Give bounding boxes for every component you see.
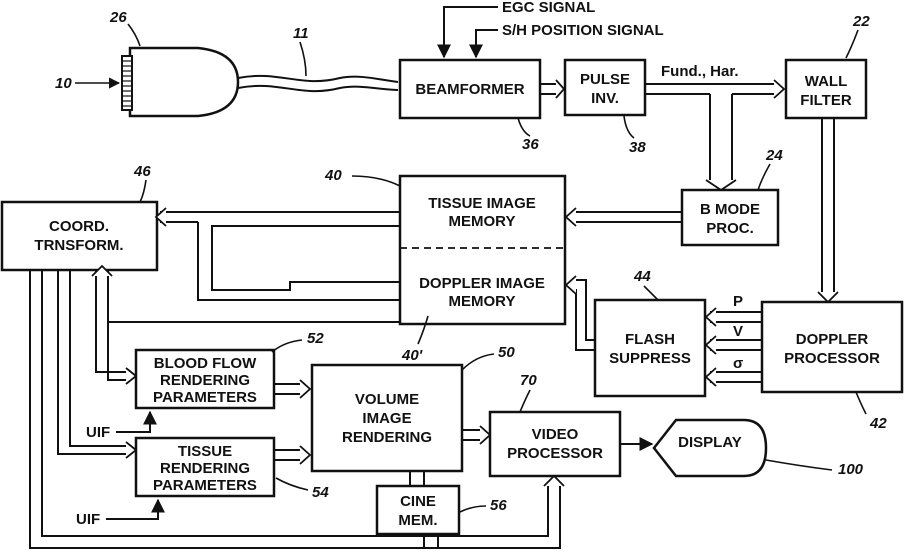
- volume-line2: IMAGE: [362, 410, 411, 427]
- v-signal-label: V: [733, 323, 743, 340]
- tissue-render-line1: TISSUE: [178, 443, 232, 460]
- blood-flow-line3: PARAMETERS: [153, 389, 257, 406]
- doppler-proc-line1: DOPPLER: [796, 331, 869, 348]
- flash-line1: FLASH: [625, 331, 675, 348]
- uif-label-a: UIF: [86, 424, 110, 441]
- uif-label-b: UIF: [76, 511, 100, 528]
- probe-cable: [238, 76, 398, 91]
- transducer-probe: [122, 48, 238, 116]
- ref-flash: 44: [633, 268, 651, 285]
- sh-position-label: S/H POSITION SIGNAL: [502, 22, 664, 39]
- doppler-proc-line2: PROCESSOR: [784, 350, 880, 367]
- ref-doppler-memory: 40': [401, 347, 423, 364]
- blood-flow-line2: RENDERING: [160, 372, 250, 389]
- sigma-signal-label: σ: [733, 355, 743, 372]
- wall-filter-line1: WALL: [805, 73, 848, 90]
- ref-pulse-inv: 38: [629, 139, 646, 156]
- blood-flow-line1: BLOOD FLOW: [154, 355, 257, 372]
- tissue-render-line3: PARAMETERS: [153, 477, 257, 494]
- pulse-inv-line2: INV.: [591, 90, 619, 107]
- ref-cine: 56: [490, 497, 507, 514]
- cine-line2: MEM.: [398, 512, 437, 529]
- ref-coord: 46: [133, 163, 151, 180]
- ref-tissue-render: 54: [312, 484, 329, 501]
- ref-video: 70: [520, 372, 537, 389]
- doppler-memory-line2: MEMORY: [449, 293, 516, 310]
- ref-doppler-proc: 42: [869, 415, 887, 432]
- p-signal-label: P: [733, 293, 743, 310]
- volume-line1: VOLUME: [355, 391, 419, 408]
- flash-suppress-block: [595, 300, 705, 396]
- volume-line3: RENDERING: [342, 429, 432, 446]
- ref-volume: 50: [498, 344, 515, 361]
- video-line2: PROCESSOR: [507, 445, 603, 462]
- egc-signal-label: EGC SIGNAL: [502, 0, 595, 16]
- flash-line2: SUPPRESS: [609, 350, 691, 367]
- ref-display: 100: [838, 461, 864, 478]
- ref-wall-filter: 22: [852, 13, 870, 30]
- pulse-inv-line1: PULSE: [580, 71, 630, 88]
- coord-line2: TRNSFORM.: [34, 237, 123, 254]
- video-processor-block: [490, 412, 620, 476]
- tissue-memory-line2: MEMORY: [449, 213, 516, 230]
- ref-cable: 11: [293, 25, 309, 42]
- ref-tissue-memory: 40: [324, 167, 342, 184]
- bmode-line1: B MODE: [700, 201, 760, 218]
- ref-bmode: 24: [765, 147, 783, 164]
- ref-beamformer: 36: [522, 136, 539, 153]
- coord-line1: COORD.: [49, 218, 109, 235]
- video-line1: VIDEO: [532, 426, 579, 443]
- cine-line1: CINE: [400, 493, 436, 510]
- doppler-memory-line1: DOPPLER IMAGE: [419, 275, 545, 292]
- fund-har-label: Fund., Har.: [661, 63, 739, 80]
- ref-blood-flow: 52: [307, 330, 324, 347]
- wall-filter-line2: FILTER: [800, 92, 852, 109]
- bmode-line2: PROC.: [706, 220, 754, 237]
- tissue-memory-line1: TISSUE IMAGE: [428, 195, 536, 212]
- tissue-render-line2: RENDERING: [160, 460, 250, 477]
- ref-array: 26: [109, 9, 127, 26]
- display-label: DISPLAY: [678, 434, 742, 451]
- coord-transform-block: [2, 202, 157, 270]
- beamformer-label: BEAMFORMER: [415, 81, 524, 98]
- ref-probe: 10: [55, 75, 72, 92]
